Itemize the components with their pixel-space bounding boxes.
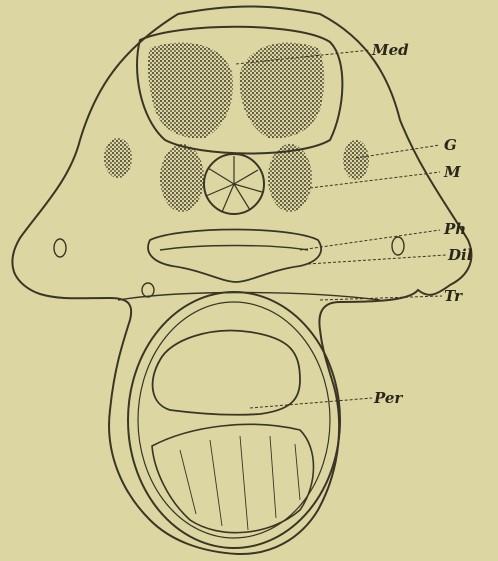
pharynx: [148, 230, 321, 283]
label-ph: Ph: [443, 220, 466, 238]
notochord-septa: [206, 156, 262, 212]
ganglion-left: [104, 138, 132, 178]
label-med: Med: [371, 41, 409, 59]
label-g: G: [444, 136, 457, 154]
ganglion-right: [343, 140, 369, 180]
neural-tube-wall-right: [240, 43, 325, 139]
label-tr: Tr: [444, 287, 463, 305]
ventricle-trabeculae: [180, 436, 300, 530]
label-dil: Dil: [447, 246, 473, 264]
vessel-small: [142, 283, 154, 297]
mesoderm-left: [160, 144, 204, 212]
vessel-right: [392, 237, 404, 255]
mesoderm-right: [268, 144, 312, 212]
neural-tube-wall-left: [148, 43, 233, 139]
heart-chamber: [153, 331, 300, 415]
label-per: Per: [373, 389, 403, 407]
label-m: M: [443, 163, 461, 181]
pharynx-lumen: [160, 246, 308, 251]
vessel-left: [54, 239, 66, 257]
